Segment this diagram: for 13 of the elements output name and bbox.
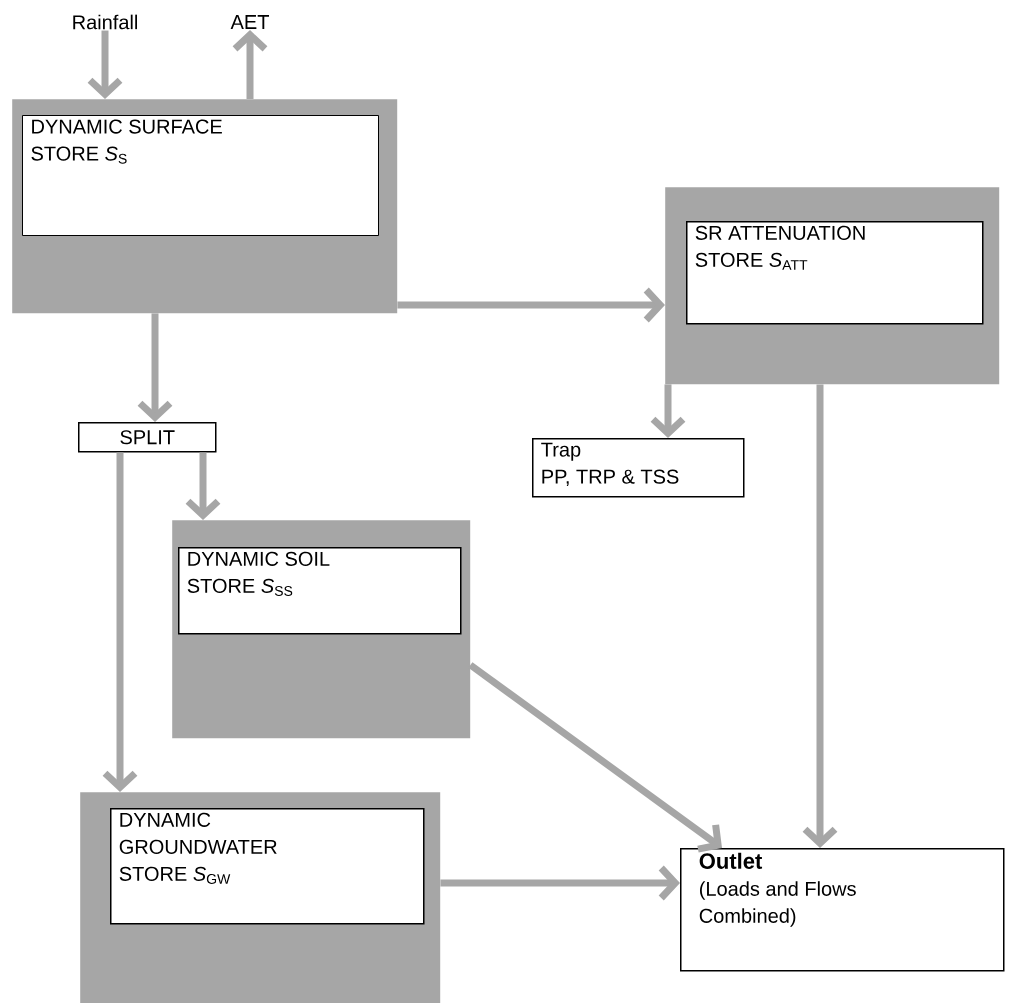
- arrow: [468, 662, 722, 853]
- split-box: SPLIT: [78, 422, 217, 453]
- arrow: [102, 452, 138, 792]
- store-label-box: SR ATTENUATION STORE S$_{ATT}$: [686, 221, 984, 325]
- flow-label: Rainfall: [73, 14, 137, 30]
- flow-label: AET: [230, 15, 269, 29]
- arrow: [232, 30, 268, 99]
- store-label-box: DYNAMIC GROUNDWATER STORE S$_{GW}$: [110, 808, 425, 925]
- arrow: [87, 30, 123, 99]
- trap-box: Trap PP, TRP & TSS: [532, 438, 745, 498]
- outlet-box: Outlet (Loads and Flows Combined): [680, 848, 1005, 972]
- store-label-box: DYNAMIC SOIL STORE S$_{SS}$: [178, 547, 462, 635]
- store-label-box: DYNAMIC SURFACE STORE S$_{S}$: [22, 115, 379, 236]
